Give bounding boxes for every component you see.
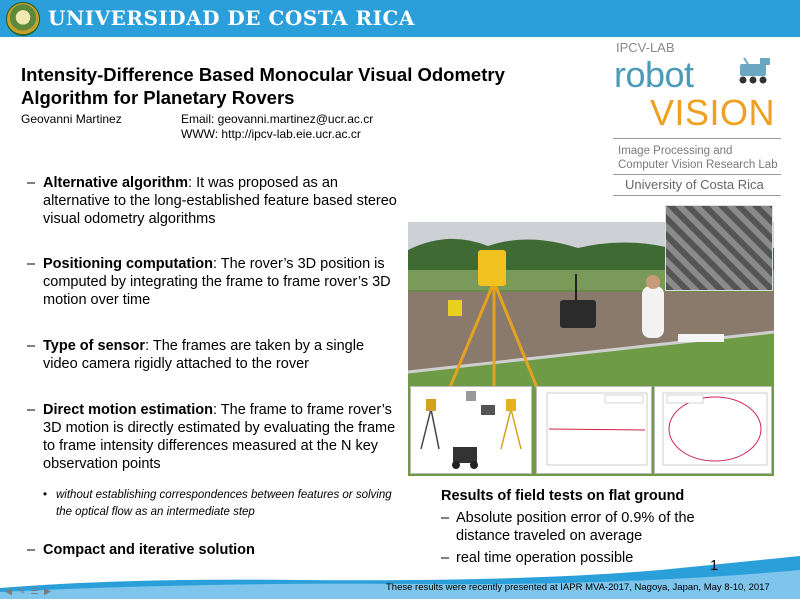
slide-title: Intensity-Difference Based Monocular Vis…	[21, 64, 505, 108]
logo-lab-label: IPCV-LAB	[616, 40, 675, 55]
logo-divider-top	[613, 138, 781, 139]
result-text: real time operation possible	[456, 550, 634, 566]
bullet-dash: –	[27, 256, 36, 272]
logo-university: University of Costa Rica	[625, 177, 764, 192]
rover-logo-icon	[739, 57, 770, 84]
bullet-dash: –	[27, 338, 36, 354]
bullet-dash: –	[27, 402, 36, 418]
slide-number: 1	[710, 558, 719, 574]
bullet-body: : It was proposed as an alternative to t…	[43, 175, 397, 227]
bullet-item: – Compact and iterative solution	[27, 541, 397, 559]
bullet-item: – Positioning computation: The rover’s 3…	[27, 255, 397, 309]
logo-divider-middle	[613, 174, 781, 175]
position-error-plot-inset	[536, 386, 652, 474]
university-seal-logo	[6, 2, 40, 36]
slideshow-nav: ◀ ✎ ☰ ▶	[3, 586, 53, 596]
author-website: WWW: http://ipcv-lab.eie.ucr.ac.cr	[181, 127, 361, 141]
bullet-body: : The rover’s 3D position is computed by…	[43, 256, 391, 308]
bullet-heading: Compact and iterative solution	[43, 542, 255, 558]
bullet-dash: –	[27, 175, 36, 191]
trajectory-plot-inset	[654, 386, 772, 474]
result-item: – Absolute position error of 0.9% of the…	[441, 509, 751, 545]
bullet-body: : The frames are taken by a single video…	[43, 338, 365, 372]
result-dash: –	[441, 510, 450, 526]
menu-icon[interactable]: ☰	[30, 586, 39, 596]
position-error-plot	[546, 392, 648, 466]
bullet-heading: Alternative algorithm	[43, 175, 189, 191]
bullet-item: – Type of sensor: The frames are taken b…	[27, 337, 397, 373]
author-email: Email: geovanni.martinez@ucr.ac.cr	[181, 112, 374, 126]
rover-hardware-inset	[410, 386, 532, 474]
logo-divider-bottom	[613, 195, 781, 196]
ipcv-lab-logo: IPCV-LAB robot VISION	[612, 40, 782, 138]
logo-subtitle: Image Processing and Computer Vision Res…	[618, 144, 778, 172]
results-heading: Results of field tests on flat ground	[441, 488, 685, 504]
logo-subtitle-line1: Image Processing and	[618, 145, 733, 157]
result-item: – real time operation possible	[441, 549, 751, 567]
logo-vision-word: VISION	[650, 92, 776, 133]
header-band: UNIVERSIDAD DE COSTA RICA	[0, 0, 800, 37]
arrow-left-icon[interactable]: ◀	[5, 586, 12, 596]
sub-bullet-dot: •	[43, 489, 48, 501]
pen-icon[interactable]: ✎	[17, 586, 26, 596]
footer-note: These results were recently presented at…	[386, 582, 770, 593]
author-name: Geovanni Martinez	[21, 112, 122, 126]
trajectory-plot	[662, 392, 768, 466]
logo-subtitle-line2: Computer Vision Research Lab	[618, 159, 778, 171]
paving-texture-photo	[665, 205, 773, 291]
logo-robot-word: robot	[614, 54, 694, 95]
result-text: Absolute position error of 0.9% of the d…	[456, 510, 695, 544]
result-dash: –	[441, 550, 450, 566]
bullet-heading: Type of sensor	[43, 338, 146, 354]
footer-wave	[0, 556, 800, 599]
bullet-heading: Positioning computation	[43, 256, 213, 272]
bullet-item: – Direct motion estimation: The frame to…	[27, 401, 397, 473]
bullet-dash: –	[27, 542, 36, 558]
bullet-item: – Alternative algorithm: It was proposed…	[27, 174, 397, 228]
bullet-body: : The frame to frame rover’s 3D motion i…	[43, 402, 396, 472]
arrow-right-icon[interactable]: ▶	[44, 586, 51, 596]
sub-bullet: • without establishing correspondences b…	[43, 487, 393, 521]
university-name: UNIVERSIDAD DE COSTA RICA	[48, 6, 415, 30]
bullet-heading: Direct motion estimation	[43, 402, 213, 418]
sub-bullet-text: without establishing correspondences bet…	[56, 489, 392, 518]
rover-hardware-drawing	[420, 391, 522, 469]
